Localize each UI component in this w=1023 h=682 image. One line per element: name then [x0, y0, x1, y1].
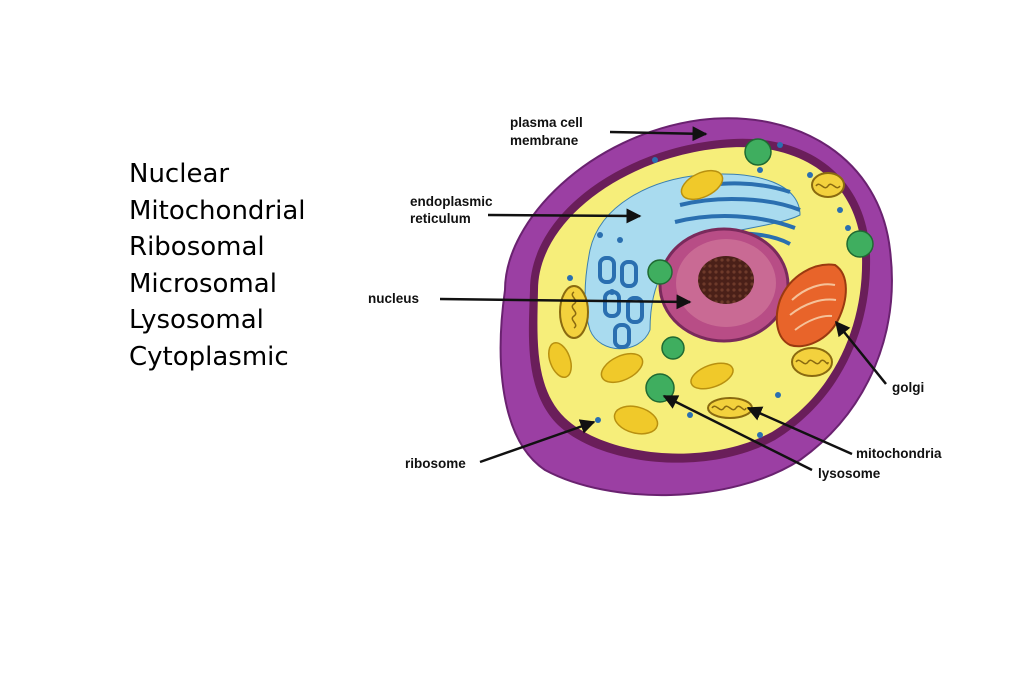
label-lysosome: lysosome: [818, 466, 881, 481]
arrow-ribosome: [479, 419, 596, 464]
lysosome-labelled: [645, 373, 675, 403]
pointer-arrows: [439, 126, 887, 472]
label-nucleus: nucleus: [368, 291, 419, 306]
label-golgi: golgi: [892, 380, 924, 395]
compartment-item-ribosomal: Ribosomal: [129, 232, 265, 263]
arrow-plasma-membrane: [609, 126, 708, 142]
mitochondria-group: [559, 172, 845, 419]
arrow-endoplasmic-reticulum: [487, 208, 642, 224]
arrow-golgi: [835, 320, 887, 385]
ribosomes: [567, 142, 851, 438]
compartment-item-mitochondrial: Mitochondrial: [129, 195, 306, 226]
label-ribosome: ribosome: [405, 456, 466, 471]
label-plasma-membrane: plasma cell membrane: [510, 115, 587, 148]
lysosomes: [645, 138, 874, 403]
golgi-folds: [789, 283, 837, 331]
arrow-mitochondria: [746, 406, 853, 456]
nucleolus-shape: [698, 256, 754, 304]
vesicles: [548, 169, 734, 435]
label-endoplasmic-reticulum: endoplasmic reticulum: [410, 194, 496, 226]
compartment-list: Nuclear Mitochondrial Ribosomal Microsom…: [129, 156, 306, 376]
label-mitochondria: mitochondria: [856, 446, 942, 461]
compartment-item-cytoplasmic: Cytoplasmic: [129, 341, 289, 372]
compartment-item-lysosomal: Lysosomal: [129, 305, 264, 336]
arrow-nucleus: [439, 294, 692, 310]
arrow-lysosome: [662, 394, 813, 472]
compartment-item-nuclear: Nuclear: [129, 159, 230, 189]
compartment-item-microsomal: Microsomal: [129, 268, 277, 299]
